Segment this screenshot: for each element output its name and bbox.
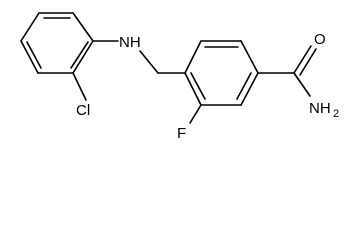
fluorobenzamide-ring (184, 40, 259, 106)
chemical-structure-diagram: NH Cl F O NH 2 (20, 12, 339, 142)
molecule-canvas: NH Cl F O NH 2 (20, 12, 340, 142)
linker-and-substituents (72, 40, 186, 101)
chlorine-label: Cl (76, 102, 90, 119)
fluorine-label: F (177, 125, 186, 142)
amide-hydrogen-count: 2 (333, 108, 339, 120)
chlorophenyl-ring (20, 12, 94, 74)
amide-and-fluoro-substituents (189, 45, 317, 124)
oxygen-label: O (314, 31, 326, 48)
amide-nitrogen-label: NH (309, 100, 331, 117)
amine-nitrogen-label: NH (119, 34, 141, 51)
